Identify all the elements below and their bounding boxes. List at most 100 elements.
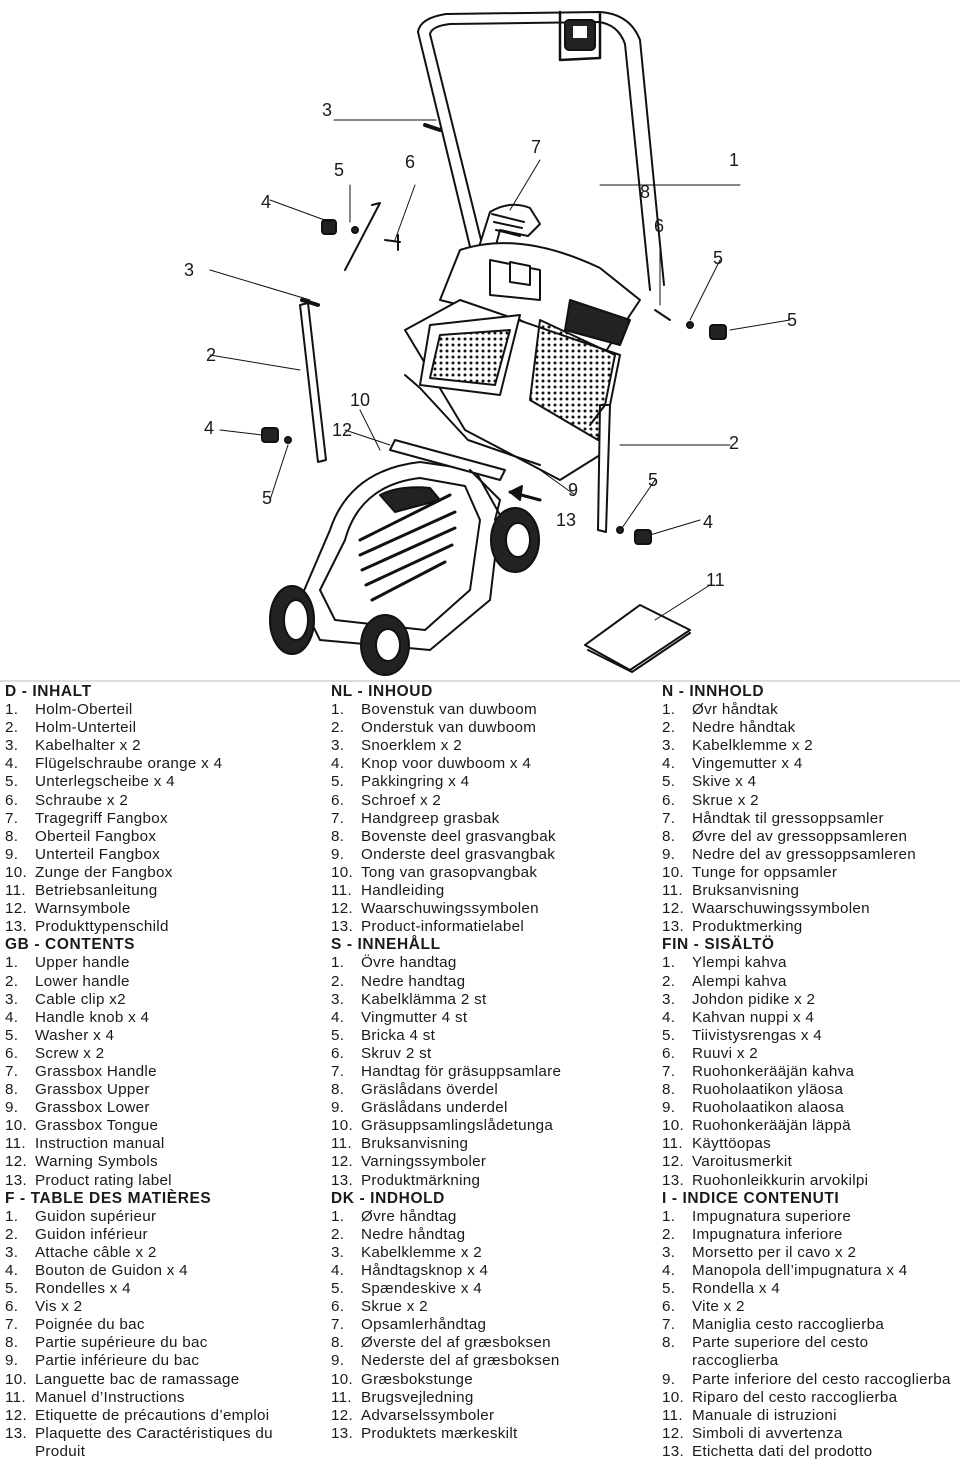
item-number: 2. [662, 1225, 676, 1243]
item-label: Upper handle [35, 954, 130, 972]
parts-list-gb: 1.Upper handle 2.Lower handle 3.Cable cl… [5, 954, 310, 1189]
item-label: Nedre håndtak [692, 719, 796, 737]
item-number: 13. [662, 918, 685, 936]
item-number: 1. [331, 701, 345, 719]
item-number: 2. [5, 719, 19, 737]
item-label: Bruksanvisning [692, 882, 800, 900]
item-number: 10. [662, 863, 685, 881]
item-number: 6. [331, 1298, 345, 1316]
list-item: 12.Varoitusmerkit [662, 1153, 958, 1171]
item-label: Gräsuppsamlingslådetunga [361, 1117, 554, 1135]
item-number: 2. [331, 1225, 345, 1243]
list-item: 9. Gräslådans underdel [331, 1099, 641, 1117]
list-item: 11.Käyttöopas [662, 1135, 958, 1153]
item-label: Käyttöopas [692, 1135, 771, 1153]
list-item: 9.Grassbox Lower [5, 1099, 310, 1117]
list-item: 6.Schroef x 2 [331, 792, 641, 810]
item-number: 3. [331, 1243, 345, 1261]
item-label: Handle knob x 4 [35, 1008, 150, 1026]
item-number: 4. [331, 1262, 345, 1279]
list-item: 4.Flügelschraube orange x 4 [5, 755, 310, 773]
item-label: Bovenstuk van duwboom [361, 701, 537, 719]
item-number: 10. [331, 1370, 354, 1388]
item-number: 4. [5, 1262, 19, 1279]
list-item: 9.Onderste deel grasvangbak [331, 846, 641, 864]
item-label: Spændeskive x 4 [361, 1280, 483, 1298]
list-item: 11.Brugsvejledning [331, 1389, 641, 1407]
item-number: 1. [5, 701, 19, 719]
item-number: 5. [5, 1280, 19, 1298]
item-label: Øverste del af græsboksen [361, 1334, 551, 1352]
item-label: Flügelschraube orange x 4 [35, 755, 223, 773]
screw-drawing [384, 234, 401, 251]
item-label: Produktmerking [692, 918, 803, 936]
item-number: 6. [662, 1044, 676, 1062]
list-item: 3.Morsetto per il cavo x 2 [662, 1244, 958, 1262]
item-number: 5. [331, 1280, 345, 1298]
knob-top-drawing [321, 219, 337, 235]
parts-list-n: 1.Øvr håndtak 2.Nedre håndtak 3.Kabelkle… [662, 701, 958, 936]
item-number: 11. [5, 1135, 26, 1153]
item-label: Ruohonleikkurin arvokilpi [692, 1171, 869, 1189]
item-number: 9. [662, 845, 676, 863]
item-label: Ruoholaatikon yläosa [692, 1081, 844, 1099]
item-number: 8. [331, 1081, 345, 1099]
item-label: Johdon pidike x 2 [692, 990, 816, 1008]
list-item: 4.Vingmutter 4 st [331, 1009, 641, 1027]
item-label: Ylempi kahva [692, 954, 787, 972]
item-number: 5. [331, 1026, 345, 1044]
list-item: 10.Riparo del cesto raccoglierba [662, 1389, 958, 1407]
item-label: Waarschuwingssymbolen [692, 900, 870, 918]
item-number: 1. [662, 954, 676, 972]
callout-5-far-right: 5 [787, 310, 798, 330]
list-item: 10.Ruohonkerääjän läppä [662, 1117, 958, 1135]
item-number: 7. [331, 809, 345, 827]
item-number: 3. [5, 990, 19, 1008]
item-label: Product rating label [35, 1171, 172, 1189]
item-number: 7. [5, 1062, 19, 1080]
list-item: 3.Attache câble x 2 [5, 1244, 310, 1262]
item-label: Øvre del av gressoppsamleren [692, 827, 908, 845]
item-label: Kabelklemme x 2 [361, 1243, 482, 1261]
item-label: Manopola dell’impugnatura x 4 [692, 1262, 908, 1279]
list-item: 5.Rondelles x 4 [5, 1280, 310, 1298]
list-item: 11.Bruksanvisning [662, 882, 958, 900]
item-label: Attache câble x 2 [35, 1243, 157, 1261]
item-number: 4. [331, 755, 345, 773]
item-label: Skruv 2 st [361, 1044, 432, 1062]
item-number: 4. [5, 1008, 19, 1026]
item-label: Håndtak til gressoppsamler [692, 809, 884, 827]
item-label: Onderste deel grasvangbak [361, 845, 556, 863]
item-label: Gräslådans underdel [361, 1099, 508, 1117]
list-item: 5. Spændeskive x 4 [331, 1280, 641, 1298]
item-number: 5. [662, 1026, 676, 1044]
item-label: Nederste del af græsboksen [361, 1352, 560, 1370]
cable-clip-left-drawing [300, 298, 320, 307]
item-number: 9. [331, 1352, 345, 1370]
item-label: Alempi kahva [692, 972, 787, 990]
item-number: 12. [5, 1153, 28, 1171]
item-number: 9. [662, 1370, 676, 1388]
section-heading-nl: NL - INHOUD [331, 683, 433, 700]
list-item: 12.Warning Symbols [5, 1153, 310, 1171]
item-label: Opsamlerhåndtag [361, 1316, 487, 1334]
item-label: Oberteil Fangbox [35, 827, 157, 845]
item-label: Plaquette des Caractéristiques du Produi… [35, 1424, 273, 1460]
wheel-rear-drawing [490, 507, 540, 573]
item-number: 7. [5, 1316, 19, 1334]
item-number: 5. [5, 773, 19, 791]
item-number: 13. [331, 1171, 354, 1189]
item-label: Impugnatura inferiore [692, 1225, 843, 1243]
item-label: Advarselssymboler [361, 1406, 495, 1424]
item-label: Rondella x 4 [692, 1280, 781, 1298]
section-heading-d: D - INHALT [5, 683, 92, 700]
item-number: 8. [662, 827, 676, 845]
item-label: Schraube x 2 [35, 791, 129, 809]
list-item: 6.Vis x 2 [5, 1298, 310, 1316]
cable-clip-top-drawing [423, 123, 442, 132]
item-number: 11. [662, 1406, 683, 1424]
item-number: 9. [331, 1099, 345, 1117]
item-label: Betriebsanleitung [35, 882, 158, 900]
list-item: 1.Impugnatura superiore [662, 1208, 958, 1226]
item-number: 13. [662, 1171, 685, 1189]
